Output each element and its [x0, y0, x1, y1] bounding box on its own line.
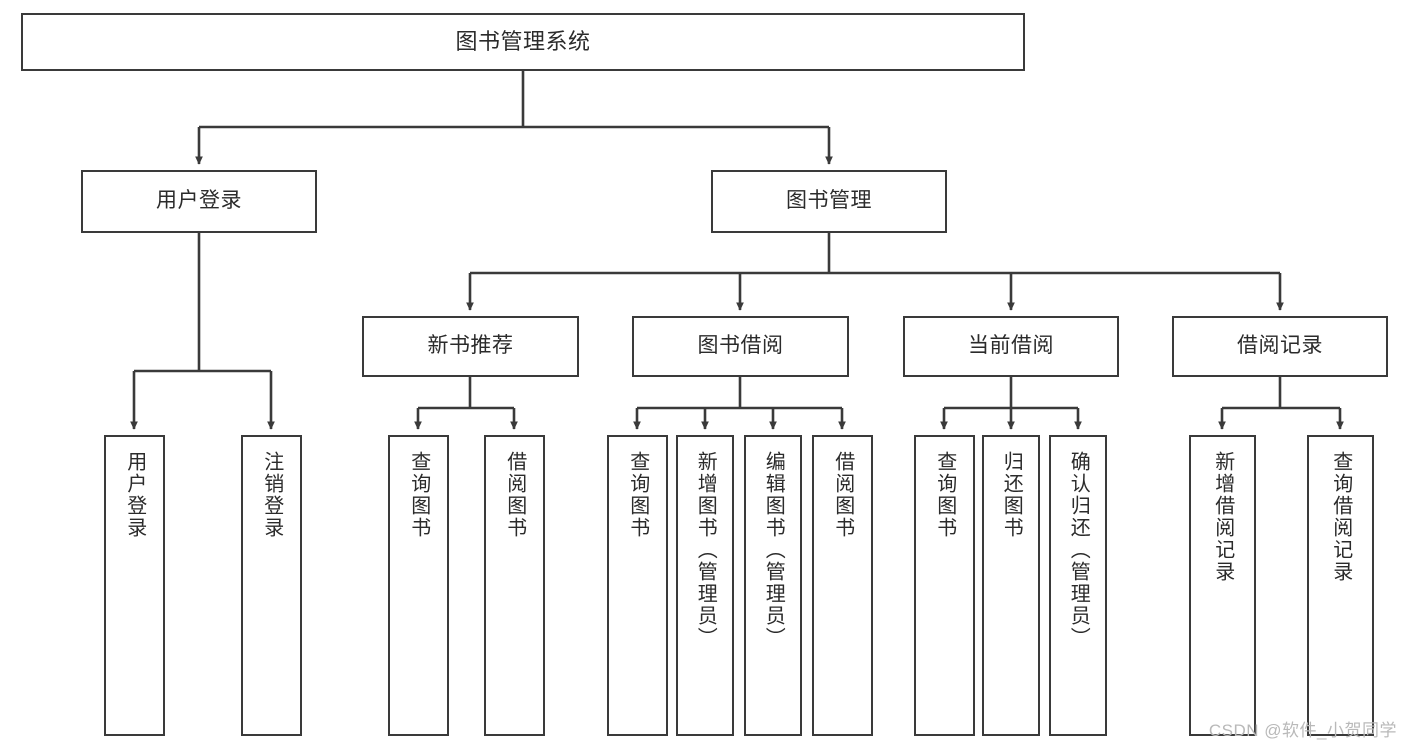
- node-label: 借阅记录: [1237, 334, 1323, 358]
- node-label: 查询图书: [407, 451, 430, 539]
- node-label: 新增图书（管理员）: [694, 451, 717, 649]
- node-label: 新增借阅记录: [1211, 451, 1234, 583]
- node-root-system[interactable]: 图书管理系统: [21, 13, 1025, 71]
- node-borrowing-record[interactable]: 借阅记录: [1172, 316, 1388, 377]
- node-leaf-query-book-current[interactable]: 查询图书: [914, 435, 975, 736]
- node-leaf-edit-book[interactable]: 编辑图书（管理员）: [744, 435, 802, 736]
- node-leaf-user-logout[interactable]: 注销登录: [241, 435, 302, 736]
- node-leaf-confirm-return[interactable]: 确认归还（管理员）: [1049, 435, 1107, 736]
- node-label: 确认归还（管理员）: [1067, 451, 1090, 649]
- node-label: 归还图书: [1000, 451, 1023, 539]
- node-label: 图书管理: [786, 189, 872, 213]
- node-leaf-add-borrow-record[interactable]: 新增借阅记录: [1189, 435, 1256, 736]
- node-user-login[interactable]: 用户登录: [81, 170, 317, 233]
- node-label: 编辑图书（管理员）: [762, 451, 785, 649]
- node-label: 借阅图书: [831, 451, 854, 539]
- node-book-management[interactable]: 图书管理: [711, 170, 947, 233]
- node-label: 用户登录: [156, 189, 242, 213]
- csdn-watermark: CSDN @软件_小贺同学: [1208, 721, 1397, 740]
- node-label: 注销登录: [260, 451, 283, 539]
- node-label: 当前借阅: [968, 334, 1054, 358]
- node-leaf-query-book-recommendation[interactable]: 查询图书: [388, 435, 449, 736]
- node-leaf-add-book[interactable]: 新增图书（管理员）: [676, 435, 734, 736]
- node-label: 新书推荐: [427, 334, 514, 358]
- node-leaf-query-borrow-record[interactable]: 查询借阅记录: [1307, 435, 1374, 736]
- node-leaf-query-book-borrowing[interactable]: 查询图书: [607, 435, 668, 736]
- node-label: 用户登录: [123, 451, 146, 539]
- node-new-book-recommendation[interactable]: 新书推荐: [362, 316, 579, 377]
- node-book-borrowing[interactable]: 图书借阅: [632, 316, 849, 377]
- node-label: 借阅图书: [503, 451, 526, 539]
- node-current-borrowing[interactable]: 当前借阅: [903, 316, 1119, 377]
- node-leaf-user-login[interactable]: 用户登录: [104, 435, 165, 736]
- node-label: 图书管理系统: [455, 29, 591, 55]
- node-leaf-borrow-book-recommendation[interactable]: 借阅图书: [484, 435, 545, 736]
- node-label: 查询图书: [933, 451, 956, 539]
- node-label: 查询借阅记录: [1329, 451, 1352, 583]
- node-leaf-return-book[interactable]: 归还图书: [982, 435, 1040, 736]
- node-label: 图书借阅: [697, 334, 784, 358]
- node-label: 查询图书: [626, 451, 649, 539]
- node-leaf-borrow-book-borrowing[interactable]: 借阅图书: [812, 435, 873, 736]
